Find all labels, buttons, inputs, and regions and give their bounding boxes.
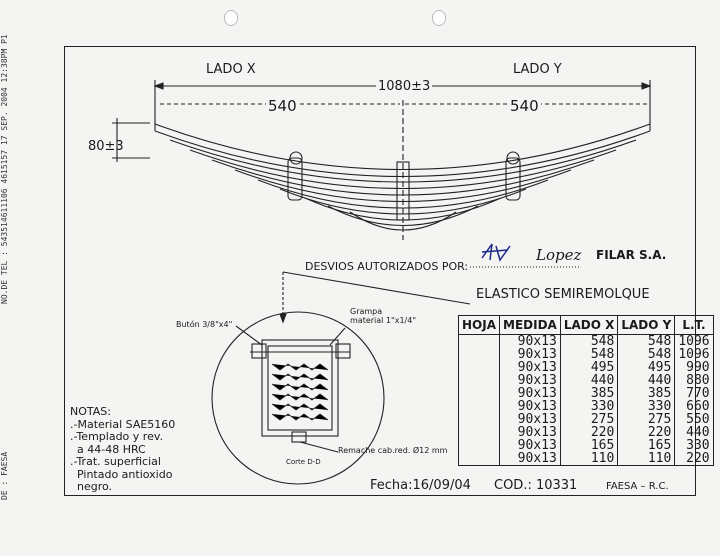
col-lt: L.T.: [674, 315, 714, 335]
table-cell: 90x13: [499, 374, 561, 387]
total-length-dim: 1080±3: [376, 79, 433, 94]
table-cell: 880: [674, 374, 714, 387]
note-line: .-Material SAE5160: [70, 417, 176, 431]
height-dim: 80±3: [88, 139, 124, 154]
company-name: FILAR S.A.: [596, 248, 667, 262]
col-lado-y: LADO Y: [617, 315, 676, 335]
table-cell: 770: [674, 387, 714, 400]
table-cell: [458, 413, 500, 426]
table-cell: [458, 361, 500, 374]
table-cell: 330: [617, 400, 676, 413]
signature: Lopez: [536, 246, 582, 264]
table-cell: 1096: [674, 334, 714, 348]
table-cell: 990: [674, 361, 714, 374]
side-x-label: LADO X: [206, 62, 256, 77]
table-cell: 440: [674, 426, 714, 439]
table-cell: [458, 374, 500, 387]
table-cell: 90x13: [499, 400, 561, 413]
table-cell: 385: [559, 387, 619, 400]
table-cell: 90x13: [499, 348, 561, 361]
table-cell: 110: [559, 452, 619, 466]
table-cell: 548: [559, 334, 619, 348]
table-cell: 548: [559, 348, 619, 361]
table-cell: [458, 426, 500, 439]
signature-mark: [481, 243, 511, 262]
table-cell: 330: [674, 439, 714, 452]
table-cell: 330: [559, 400, 619, 413]
table-cell: 385: [617, 387, 676, 400]
table-header-row: HOJA MEDIDA LADO X LADO Y L.T.: [458, 315, 714, 335]
side-y-label: LADO Y: [513, 62, 562, 77]
note-line: negro.: [70, 480, 113, 493]
col-lado-x: LADO X: [559, 315, 619, 335]
desvios-label: DESVIOS AUTORIZADOS POR:: [305, 260, 469, 273]
notes-block: NOTAS: .-Material SAE5160.-Templado y re…: [70, 405, 176, 494]
table-cell: 440: [617, 374, 676, 387]
table-cell: 550: [674, 413, 714, 426]
table-cell: 110: [617, 452, 676, 466]
table-cell: 90x13: [499, 361, 561, 374]
buton-label: Butón 3/8"x4": [176, 320, 233, 329]
fecha-label: Fecha:16/09/04: [370, 478, 471, 493]
grampa-label: Grampa material 1"x1/4": [350, 307, 416, 325]
table-cell: 275: [559, 413, 619, 426]
table-cell: [458, 348, 500, 361]
table-cell: [458, 387, 500, 400]
table-cell: 548: [617, 348, 676, 361]
table-cell: 165: [559, 439, 619, 452]
drawing-frame: [64, 46, 696, 496]
table-cell: 495: [617, 361, 676, 374]
table-cell: 90x13: [499, 439, 561, 452]
col-medida: MEDIDA: [499, 315, 561, 335]
half-right-dim: 540: [508, 97, 541, 115]
table-cell: 90x13: [499, 426, 561, 439]
firma-label: FAESA – R.C.: [606, 481, 669, 492]
table-cell: 220: [559, 426, 619, 439]
table-cell: [458, 452, 500, 466]
half-left-dim: 540: [266, 97, 299, 115]
section-label: Corte D-D: [286, 458, 321, 466]
note-line: Pintado antioxido: [70, 467, 173, 481]
table-cell: 495: [559, 361, 619, 374]
table-cell: 548: [617, 334, 676, 348]
notes-title: NOTAS:: [70, 405, 111, 418]
cod-label: COD.: 10331: [494, 478, 578, 493]
product-title: ELASTICO SEMIREMOLQUE: [476, 287, 650, 302]
table-cell: 165: [617, 439, 676, 452]
table-cell: [458, 400, 500, 413]
punch-hole: [432, 10, 446, 26]
note-line: a 44-48 HRC: [70, 442, 146, 456]
note-line: .-Templado y rev.: [70, 430, 163, 443]
table-cell: 660: [674, 400, 714, 413]
table-cell: [458, 439, 500, 452]
table-cell: 90x13: [499, 452, 561, 466]
table-cell: 275: [617, 413, 676, 426]
table-cell: 1096: [674, 348, 714, 361]
table-cell: 90x13: [499, 334, 561, 348]
remache-label: Remache cab.red. Ø12 mm: [338, 446, 448, 455]
punch-hole: [224, 10, 238, 26]
col-hoja: HOJA: [458, 315, 500, 335]
table-cell: 220: [674, 452, 714, 466]
table-cell: 90x13: [499, 387, 561, 400]
note-line: .-Trat. superficial: [70, 455, 161, 468]
table-cell: 90x13: [499, 413, 561, 426]
table-cell: [458, 334, 500, 348]
